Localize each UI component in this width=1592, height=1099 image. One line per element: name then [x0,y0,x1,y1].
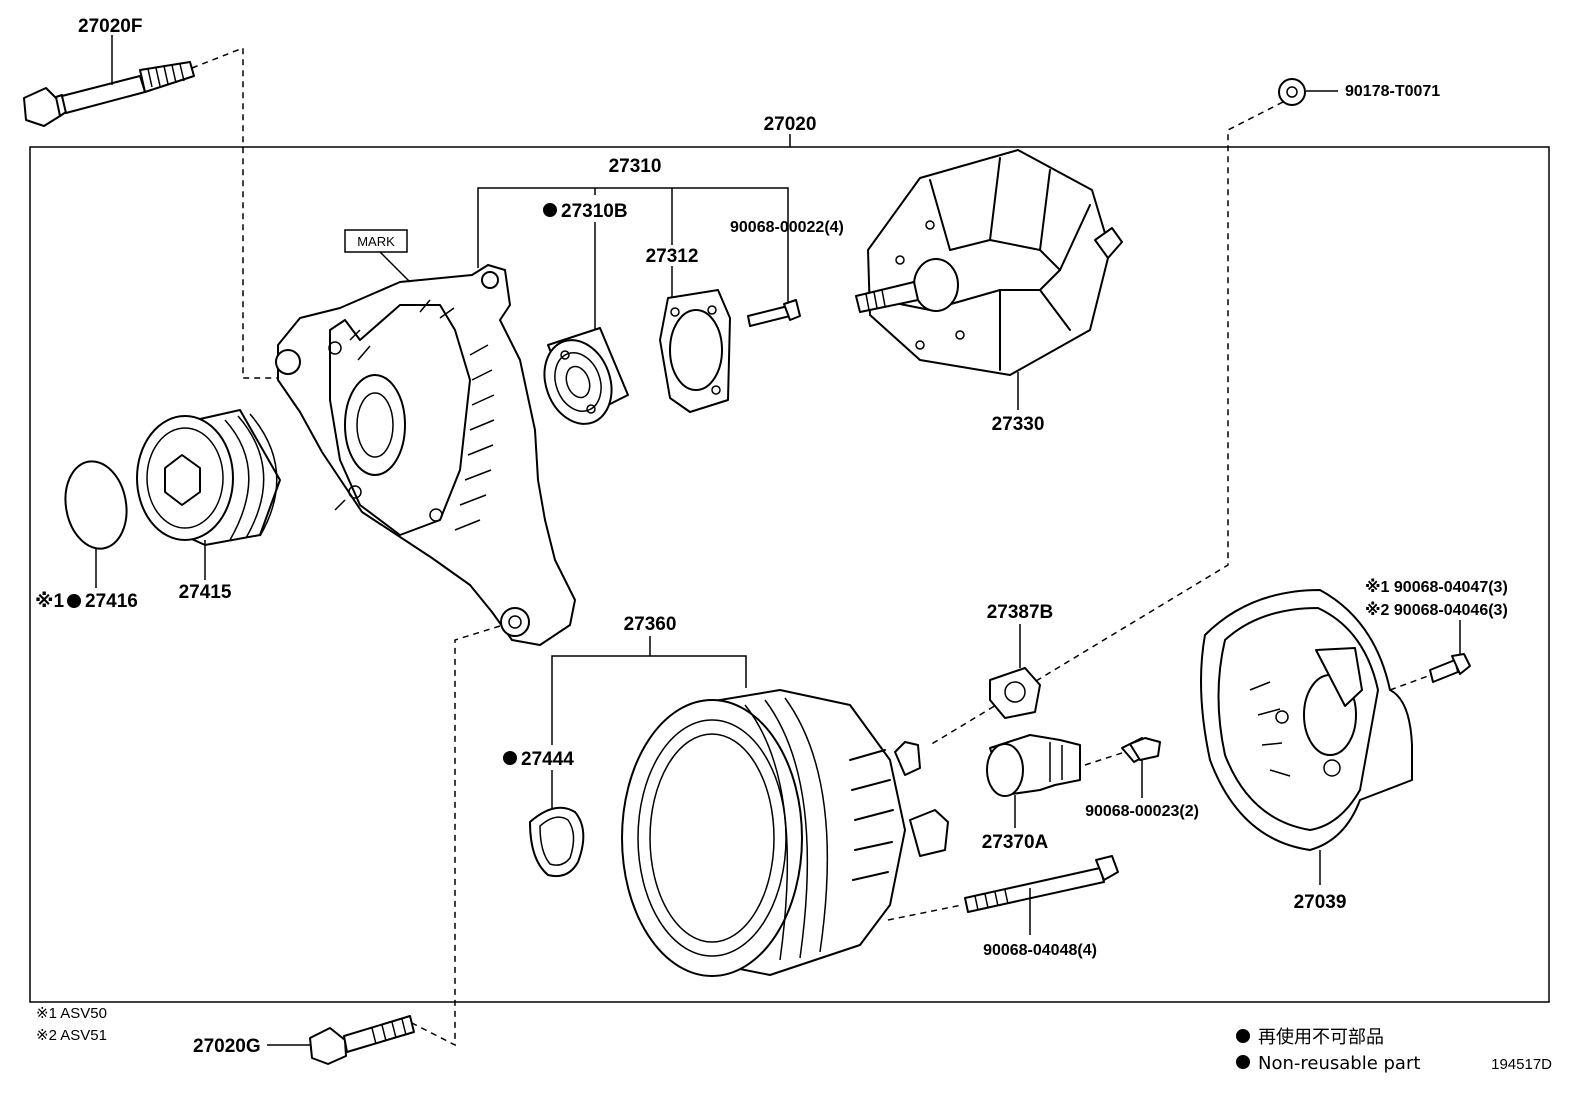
label-90068-00023[interactable]: 90068-00023(2) [1085,803,1199,820]
label-90068-04046[interactable]: ※2 90068-04046(3) [1365,601,1508,619]
label-90068-04047[interactable]: ※1 90068-04047(3) [1365,578,1508,596]
label-27310[interactable]: 27310 [609,156,662,177]
pulley-27415-icon [136,409,281,546]
note-asv51: ※2 ASV51 [36,1027,107,1044]
clip-90178-T0071-icon [1278,78,1306,106]
rear-cover-27039-icon [1200,589,1413,851]
note-asv50: ※1 ASV50 [36,1005,107,1022]
holder-27370A-icon [986,734,1081,797]
label-90068-04048[interactable]: 90068-04048(4) [983,942,1097,959]
label-27039[interactable]: 27039 [1294,892,1347,913]
rectifier-end-frame-27360-icon [621,689,949,977]
retainer-27312-icon [659,289,731,413]
bearing-27310B-icon [543,327,629,425]
bolt-27020F-icon [23,61,195,127]
label-27416[interactable]: 27416 [85,591,138,612]
nut-90068-04047-icon [1429,653,1471,683]
label-90178-T0071[interactable]: 90178-T0071 [1345,83,1440,100]
mark-box [344,229,408,253]
label-27416-prefix: ※1 [35,591,64,612]
label-27310B[interactable]: 27310B [561,201,628,222]
label-27312[interactable]: 27312 [646,246,699,267]
through-bolt-90068-04048-icon [964,855,1119,913]
legend-en: Non-reusable part [1258,1053,1420,1074]
label-27330[interactable]: 27330 [992,414,1045,435]
non-reusable-marker [503,751,517,765]
label-27415[interactable]: 27415 [179,582,232,603]
screw-90068-00022-icon [747,299,801,327]
rotor-27330-icon [855,149,1123,376]
label-27370A[interactable]: 27370A [982,832,1049,853]
label-27360[interactable]: 27360 [624,614,677,635]
drive-end-frame-icon [275,264,576,646]
non-reusable-marker [67,594,81,608]
figure-id: 194517D [1491,1056,1552,1073]
label-27387B[interactable]: 27387B [987,602,1054,623]
label-90068-00022[interactable]: 90068-00022(4) [730,219,844,236]
label-27020[interactable]: 27020 [764,114,817,135]
label-27020F[interactable]: 27020F [78,16,142,37]
legend-bullet [1236,1055,1250,1069]
terminal-insulator-27387B-icon [989,667,1041,719]
insulator-27444-icon [529,806,585,878]
legend-bullet [1236,1029,1250,1043]
bolt-27020G-icon [309,1015,415,1065]
legend-jp: 再使用不可部品 [1258,1027,1384,1048]
cap-27416-icon [64,460,128,550]
label-27020G[interactable]: 27020G [193,1036,261,1057]
mark-label: MARK [357,234,395,249]
label-27444[interactable]: 27444 [521,749,574,770]
screw-90068-00023-icon [1121,737,1161,763]
non-reusable-marker [543,203,557,217]
